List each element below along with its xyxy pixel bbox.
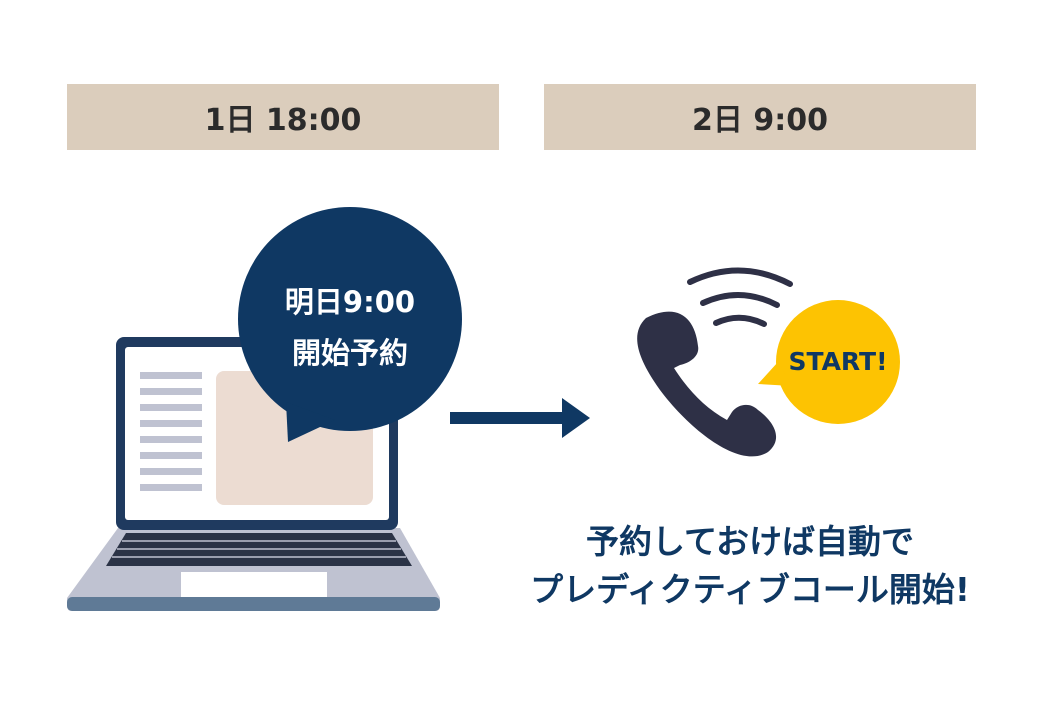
reservation-bubble: [238, 207, 462, 442]
reservation-time-text: 明日9:00: [284, 285, 416, 319]
keyboard-keys: [112, 540, 406, 558]
time-label-day2: 2日 9:00: [544, 84, 976, 150]
laptop-icon: [67, 337, 440, 611]
time-label-day1: 1日 18:00: [67, 84, 499, 150]
arrow-right-icon: [450, 398, 590, 438]
screen-text-lines: [140, 372, 202, 491]
signal-waves-icon: [687, 267, 793, 327]
caption-line2: プレディクティブコール開始!: [530, 570, 970, 609]
reservation-action-text: 開始予約: [291, 336, 408, 370]
start-bubble: [758, 300, 900, 424]
phone-icon: [637, 311, 777, 457]
start-label: START!: [788, 347, 888, 376]
laptop-base-edge: [67, 597, 440, 611]
touchpad: [181, 572, 327, 597]
caption-line1: 予約しておけば自動で: [585, 522, 915, 561]
